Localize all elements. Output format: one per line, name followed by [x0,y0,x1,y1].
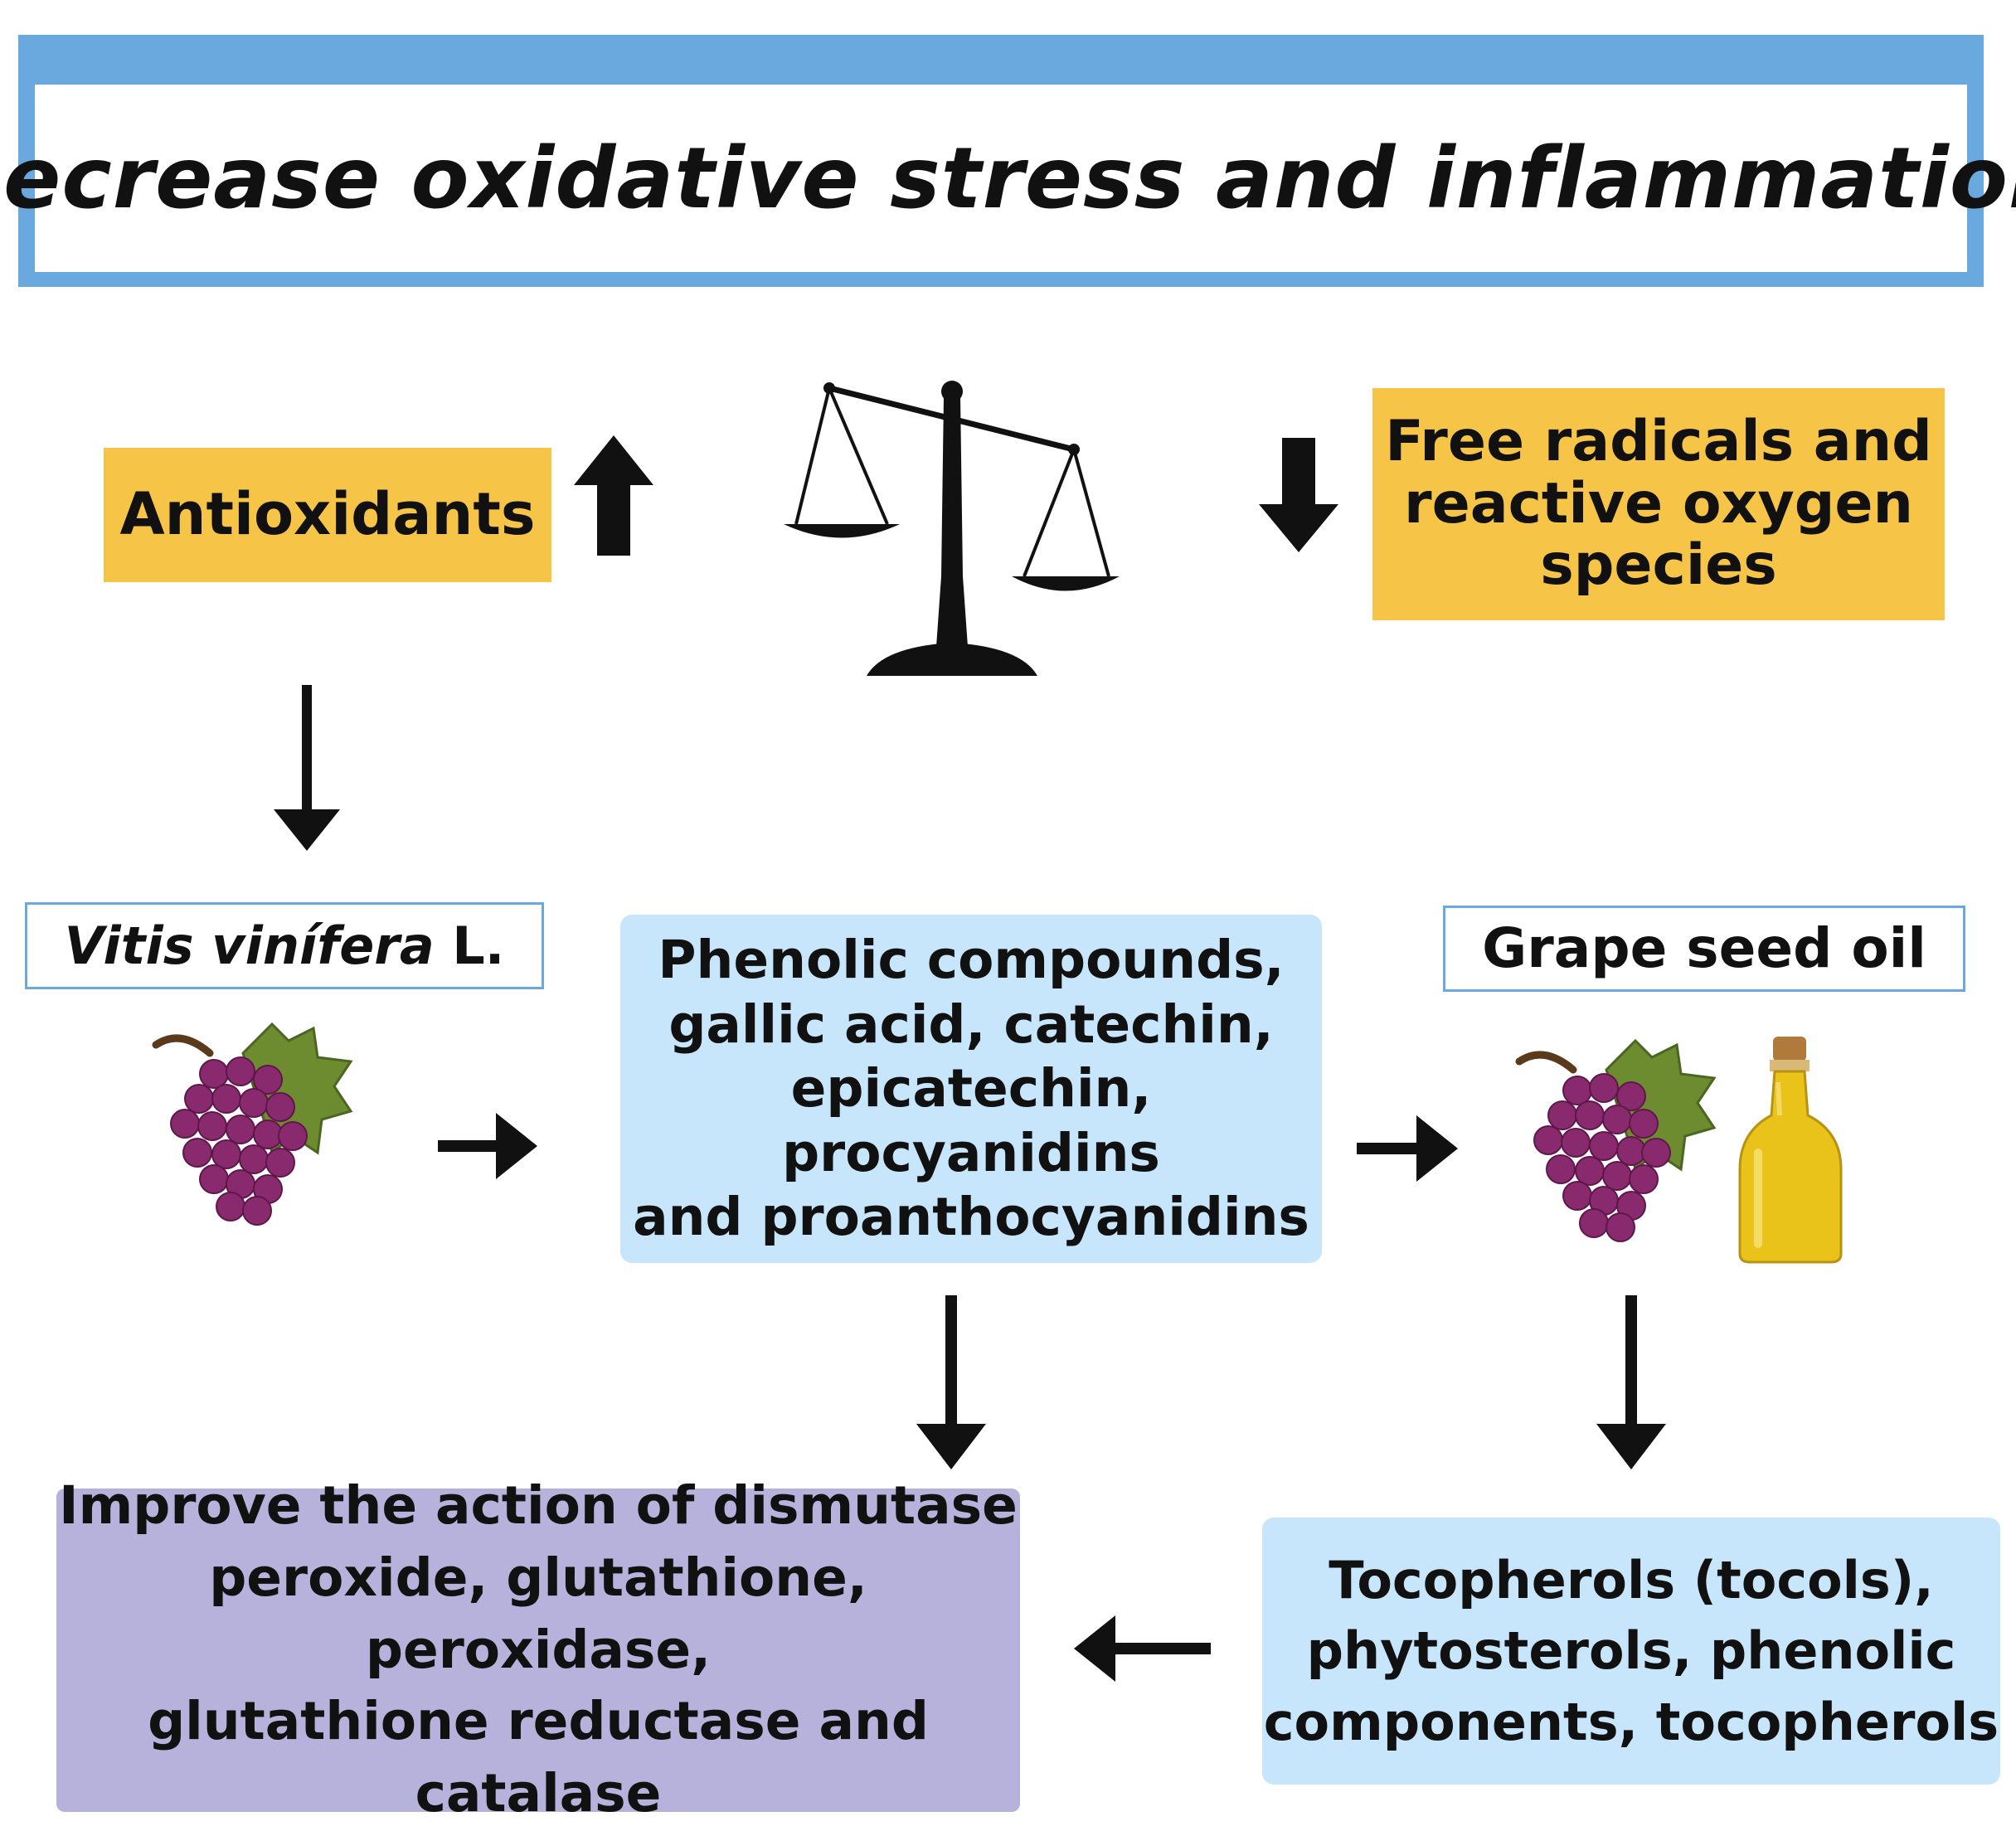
antioxidants-label: Antioxidants [119,480,536,549]
improve-line-3: glutathione reductase and [148,1691,929,1752]
vitis-vinifera-label: Vitis vinífera L. [65,915,505,978]
tocopherols-line-2: phytosterols, phenolic [1306,1620,1956,1682]
grapes-icon [152,1022,353,1226]
tocopherols-text: Tocopherols (tocols), phytosterols, phen… [1264,1545,1999,1758]
free-radicals-line-2: reactive oxygen [1404,470,1913,537]
oil-bottle-icon [1738,1037,1843,1264]
arrow-left-icon [1074,1615,1211,1682]
vitis-vinifera-label-box: Vitis vinífera L. [25,902,544,989]
phenolic-line-1: Phenolic compounds, [658,930,1285,991]
phenolic-line-3: epicatechin, procyanidins [782,1058,1160,1183]
tocopherols-box: Tocopherols (tocols), phytosterols, phen… [1262,1518,2000,1785]
phenolic-line-4: and proanthocyanidins [633,1187,1309,1248]
arrow-down-oil-icon [1596,1295,1666,1469]
free-radicals-text: Free radicals and reactive oxygen specie… [1385,408,1932,599]
arrow-down-antioxidants-icon [274,685,340,851]
improve-line-1: Improve the action of dismutase [59,1474,1018,1536]
improve-line-4: catalase [415,1763,662,1824]
decrease-arrow-icon [1259,438,1338,552]
tocopherols-line-1: Tocopherols (tocols), [1329,1549,1934,1610]
free-radicals-box: Free radicals and reactive oxygen specie… [1372,388,1945,620]
phenolic-compounds-text: Phenolic compounds, gallic acid, catechi… [620,928,1322,1249]
improve-line-2: peroxide, glutathione, peroxidase, [209,1547,867,1680]
free-radicals-line-1: Free radicals and [1385,408,1932,474]
grape-seed-oil-label: Grape seed oil [1482,916,1926,980]
improve-enzymes-box: Improve the action of dismutase peroxide… [56,1475,1020,1824]
vitis-species-name: Vitis vinífera [64,915,435,976]
grapes-oil-icon [1515,1038,1717,1242]
free-radicals-line-3: species [1540,532,1777,599]
phenolic-compounds-box: Phenolic compounds, gallic acid, catechi… [620,915,1322,1263]
title-inner: Decrease oxidative stress and inflammati… [0,85,2016,272]
antioxidants-box: Antioxidants [104,448,551,582]
arrow-down-phenolic-icon [916,1295,986,1469]
vitis-suffix: L. [434,915,505,976]
page-title: Decrease oxidative stress and inflammati… [0,129,2016,228]
title-banner: Decrease oxidative stress and inflammati… [0,35,2016,287]
tocopherols-line-3: components, tocopherols [1263,1691,1999,1752]
phenolic-line-2: gallic acid, catechin, [668,993,1274,1055]
arrow-right-1-icon [438,1113,537,1179]
increase-arrow-icon [574,435,653,556]
arrow-right-2-icon [1357,1115,1458,1182]
improve-enzymes-text: Improve the action of dismutase peroxide… [56,1470,1020,1831]
balance-scale-icon [784,381,1120,676]
grape-seed-oil-label-box: Grape seed oil [1443,906,1965,992]
